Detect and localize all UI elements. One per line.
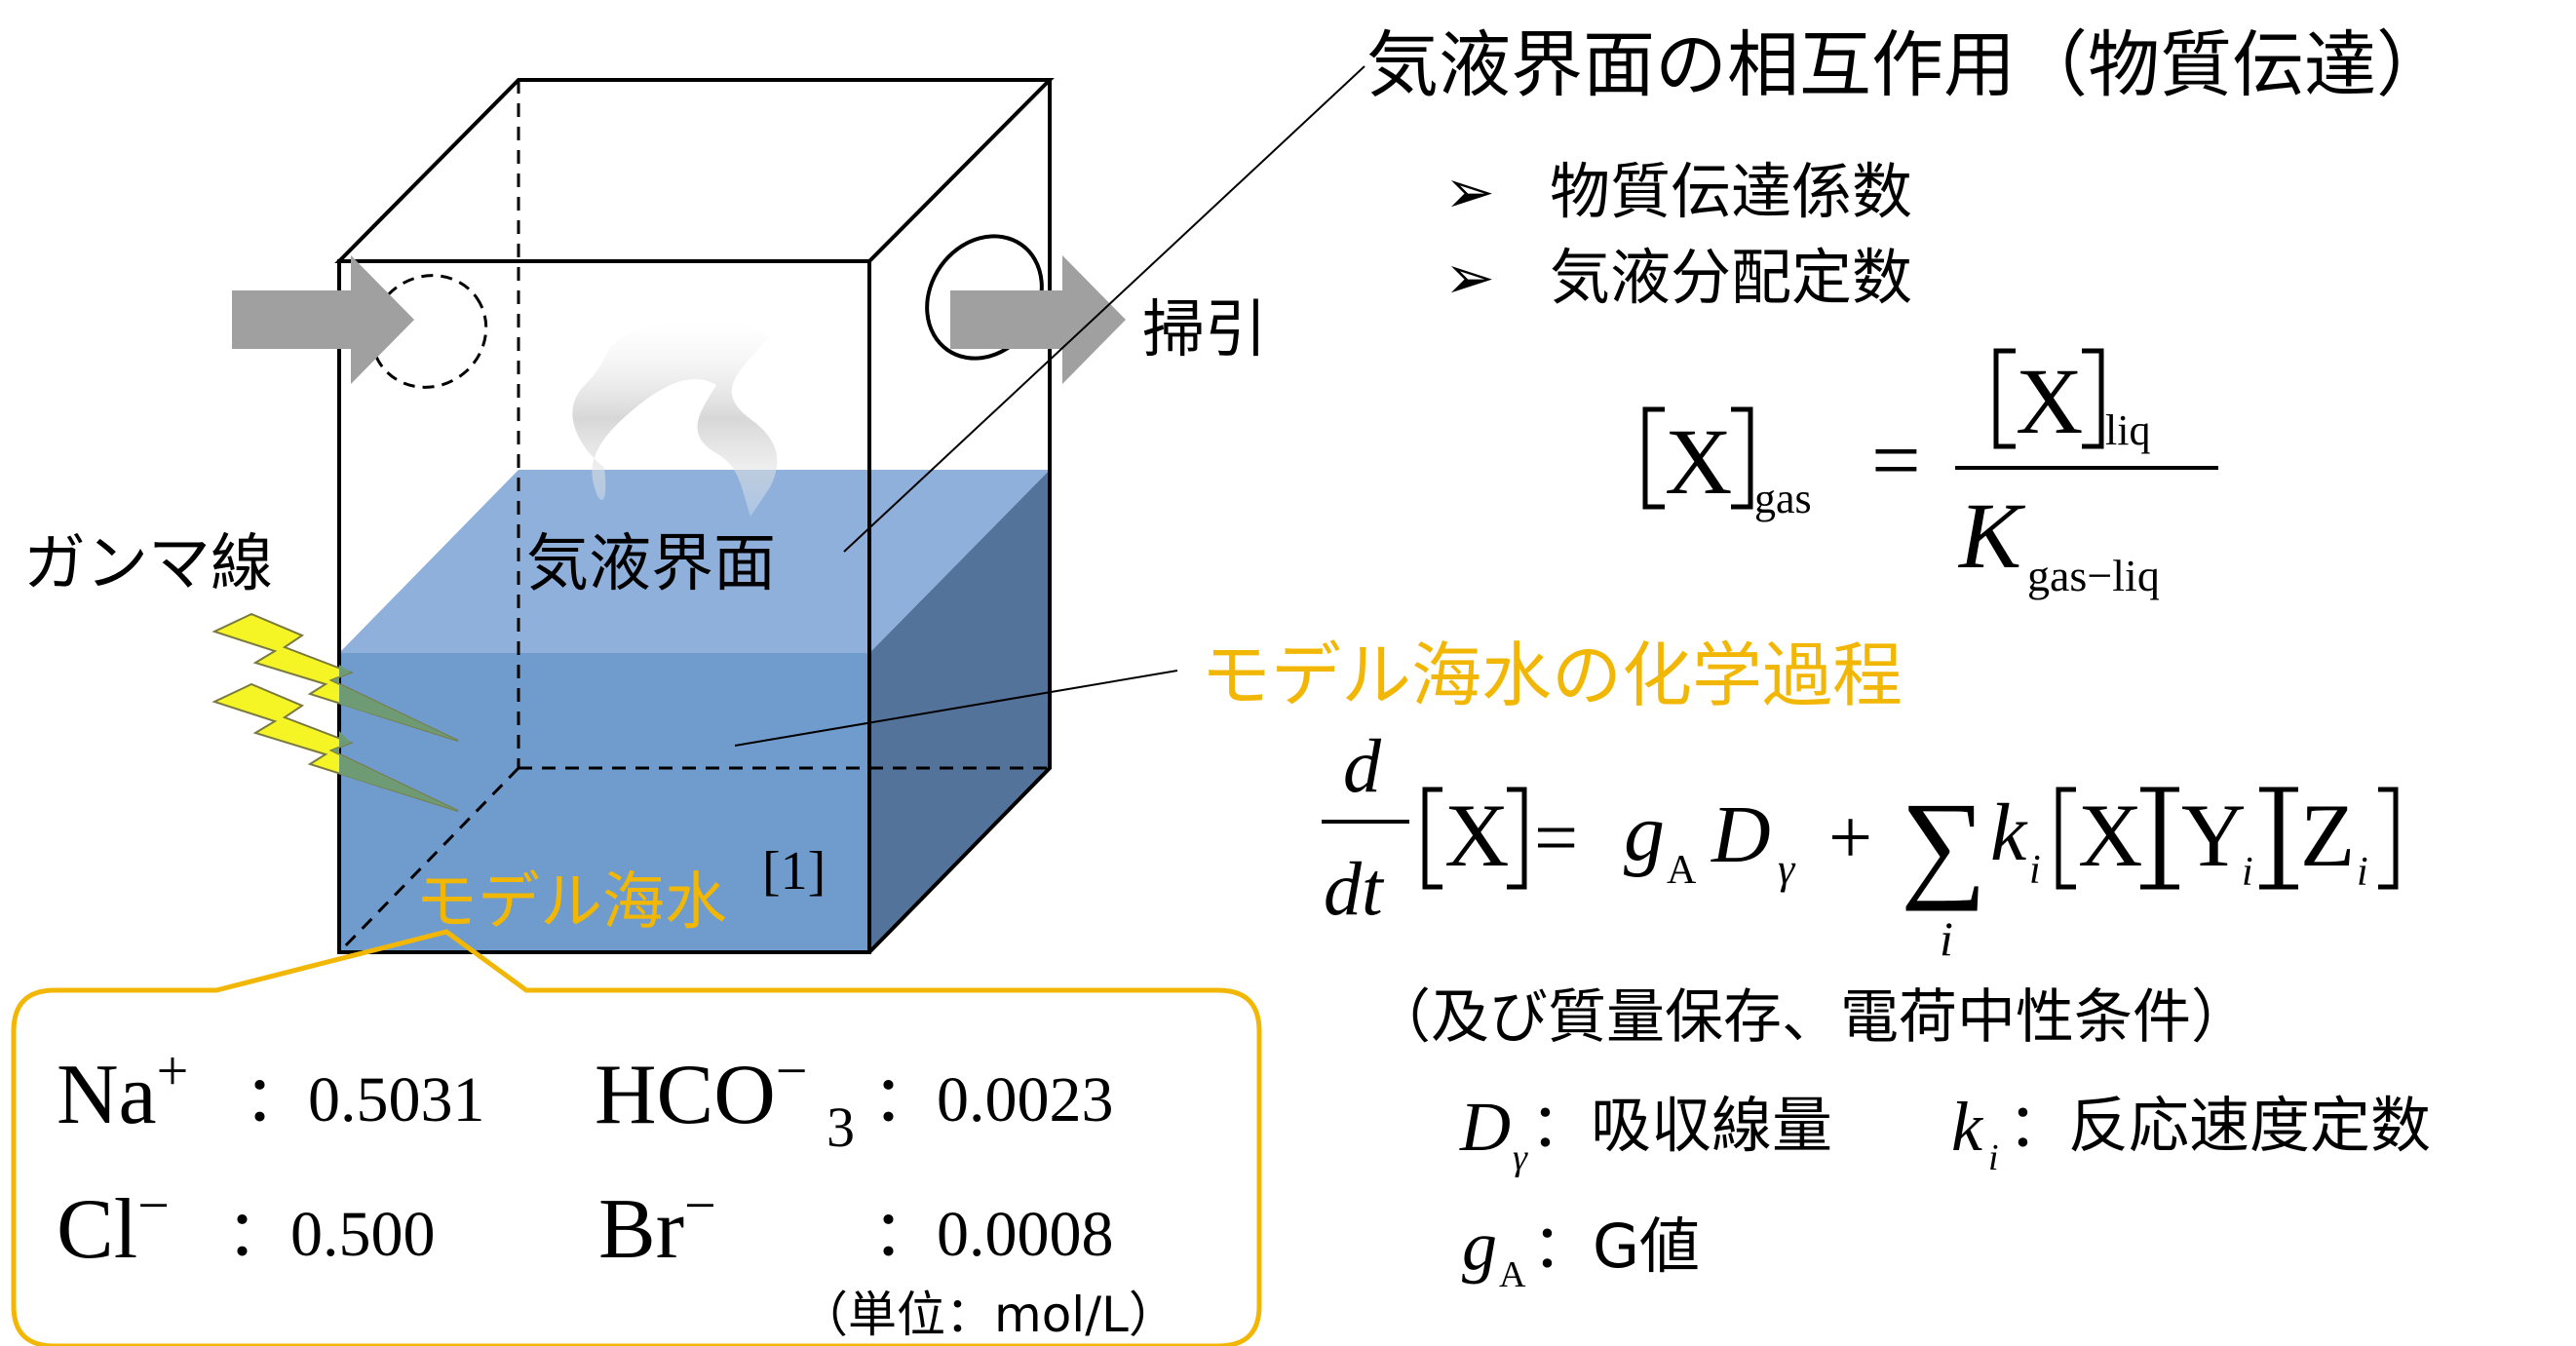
ode-g-sub: A [1667,848,1697,893]
citation-label: [1] [762,841,826,902]
ode-d: d [1343,723,1382,808]
sweep-label: 掃引 [1142,294,1267,366]
ode-plus: + [1828,795,1872,881]
br-ion: Br− [598,1173,716,1277]
num-bracket-left [1993,348,2016,449]
formula-lhs-x: X [1665,409,1732,514]
outlet-arrow-icon [950,255,1126,384]
symbol-legend: D γ ：吸収線量 k i ：反応速度定数 g A ：G値 [1459,1088,2431,1295]
composition-table: Na+ ：0.5031 HCO− 3 ：0.0023 Cl− ：0.500 Br… [57,1039,1177,1343]
formula-lhs-sub: gas [1754,475,1812,522]
rate-equation: d dt X = g A D γ + ∑ i k i X Y i Z i [1322,723,2399,966]
num-bracket-right [2082,348,2104,449]
ode-sum-sub: i [1940,911,1953,966]
lightning-inner-icon [331,665,458,741]
ode-y-sub: i [2242,850,2253,895]
ode-dt: dt [1324,846,1385,931]
inlet-port-hidden [369,274,488,389]
ode-z-sub: i [2357,850,2368,895]
interface-leader-line [843,65,1365,553]
legend-rate-text: ：反応速度定数 [2008,1090,2431,1161]
na-ion: Na+ [57,1039,188,1142]
legend-rate-sub: i [1988,1137,1999,1178]
ode-z-bracket-right [2378,787,2399,890]
formula-denominator-sub: gas−liq [2027,551,2160,600]
model-seawater-label: モデル海水 [415,866,727,939]
ode-k-sub: i [2029,848,2041,893]
bracket-right [1731,406,1753,510]
water-side-face [869,470,1050,952]
legend-dose-text: ：吸収線量 [1530,1090,1832,1161]
interface-label: 気液界面 [526,528,776,600]
ode-x-bracket-right [1507,787,1527,890]
hco3-value: ：0.0023 [872,1064,1114,1135]
ode-sum-icon: ∑ [1901,778,1986,911]
water-surface [339,470,1050,653]
tank-top-face [334,78,1055,263]
partition-formula: X gas = X liq K gas−liq [1642,348,2218,600]
inlet-arrow-icon [232,255,414,384]
seawater-volume [339,470,1050,952]
conservation-note: （及び質量保存、電荷中性条件） [1372,983,2249,1052]
ode-y: Y [2181,786,2246,885]
chemistry-section-title: モデル海水の化学過程 [1201,635,1903,716]
ode-k: k [1990,788,2028,878]
legend-rate-symbol: k [1951,1088,1984,1166]
lightning-inner-icon [331,731,458,811]
water-front-face [339,653,869,952]
legend-g-text: ：G値 [1532,1211,1700,1282]
ode-x2: X [2078,786,2142,885]
ode-x2-bracket-left [2056,787,2076,890]
ode-D-sub: γ [1778,845,1796,893]
ode-x-bracket-left [1422,787,1442,890]
bullet-marker-icon: ➢ [1444,242,1495,313]
vapor-wisp-icon [572,320,778,517]
br-value: ：0.0008 [872,1199,1114,1270]
bullet-partition-constant: 気液分配定数 [1550,242,1912,313]
chemistry-leader-line [734,670,1178,747]
unit-note: （単位：mol/L） [799,1287,1177,1343]
interface-section-title: 気液界面の相互作用（物質伝達） [1366,23,2448,107]
na-value: ：0.5031 [244,1064,485,1135]
ode-g: g [1624,788,1665,878]
gamma-ray-label: ガンマ線 [23,528,273,600]
bullet-marker-icon: ➢ [1444,156,1495,227]
formula-numerator-x: X [2016,349,2083,453]
bullet-mass-transfer-coefficient: 物質伝達係数 [1550,156,1912,227]
hco3-ion: HCO− [595,1039,808,1142]
ode-y-bracket-left [2159,787,2179,890]
interface-bullets: ➢ 物質伝達係数 ➢ 気液分配定数 [1444,156,1912,313]
ode-D: D [1711,789,1771,880]
ode-x2-bracket-right [2140,787,2161,890]
hidden-diagonal-edge [337,766,520,954]
cl-ion: Cl− [57,1173,170,1277]
hco3-subscript: 3 [827,1096,855,1159]
ode-z-bracket-left [2278,787,2298,890]
formula-numerator-sub: liq [2105,406,2150,454]
ode-x: X [1444,786,1509,885]
formula-denominator-k: K [1957,483,2026,588]
ode-y-bracket-right [2259,787,2280,890]
legend-g-sub: A [1499,1254,1526,1295]
bracket-left [1642,406,1665,510]
ode-z: Z [2300,786,2355,885]
gamma-ray-bolts [211,612,459,812]
cl-value: ：0.500 [226,1199,436,1270]
legend-g-symbol: g [1462,1207,1497,1285]
legend-dose-sub: γ [1513,1137,1528,1178]
ode-equals: = [1534,795,1578,881]
formula-equals: = [1871,412,1921,509]
legend-dose-symbol: D [1459,1088,1511,1166]
tank-hidden-edges [337,80,1050,954]
